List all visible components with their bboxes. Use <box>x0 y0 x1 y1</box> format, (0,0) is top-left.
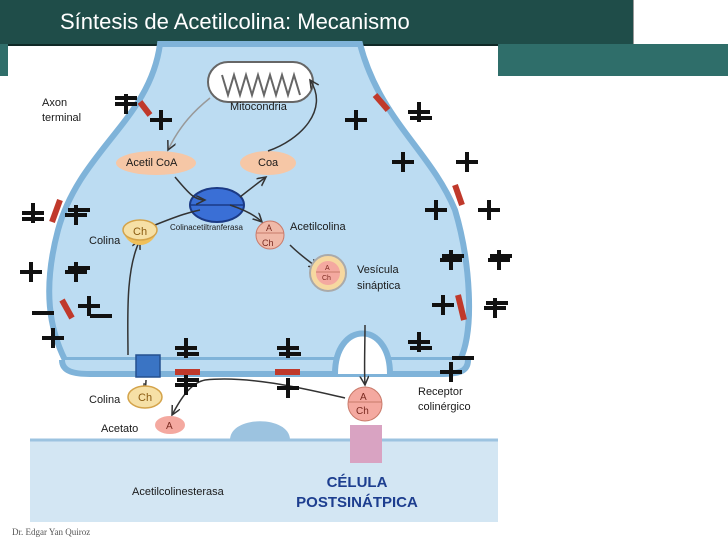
colinacetiltransferasa-label: Colinacetiltranferasa <box>170 223 243 232</box>
axon-terminal-label-2: terminal <box>42 112 82 124</box>
mitochondrion <box>207 61 314 103</box>
acetyl-coa-bubble <box>116 151 196 175</box>
teal-strip <box>498 44 728 76</box>
title-bar-right <box>633 0 728 44</box>
cholinergic-receptor <box>350 425 382 463</box>
ch-text-receptor: Ch <box>356 406 369 417</box>
ch-molecule-bottom <box>127 385 163 409</box>
coa-bubble <box>240 151 296 175</box>
acetilcolinesterasa-label: Acetilcolinesterasa <box>132 486 224 498</box>
acetato-label: Acetato <box>101 423 139 435</box>
acetate-molecule <box>155 416 185 434</box>
receptor-label-2: colinérgico <box>418 401 471 413</box>
receptor-label-1: Receptor <box>418 386 463 398</box>
a-text-ach: A <box>266 223 272 233</box>
postsynaptic-bump <box>230 421 290 440</box>
release-site <box>332 330 393 375</box>
membrane-charges <box>20 94 512 398</box>
author-credit: Dr. Edgar Yan Quiroz <box>12 527 91 537</box>
terminal-bottom-membrane <box>59 359 471 377</box>
a-text-acetate: A <box>166 421 173 432</box>
colina-label-bottom: Colina <box>89 394 121 406</box>
title-bar: Síntesis de Acetilcolina: Mecanismo <box>0 0 633 46</box>
slide-title: Síntesis de Acetilcolina: Mecanismo <box>60 9 410 34</box>
postsynaptic-label-1: CÉLULA <box>326 474 388 491</box>
receptor-bound-ach <box>347 386 383 422</box>
a-text-receptor: A <box>360 392 367 403</box>
ch-text-ach: Ch <box>262 238 274 248</box>
synaptic-vesicle <box>309 254 347 292</box>
ch-text-top: Ch <box>133 226 147 238</box>
ion-channels <box>49 93 467 375</box>
postsynaptic-label-2: POSTSINÁTPICA <box>296 494 418 511</box>
pathway-arrows <box>127 80 365 415</box>
coa-label: Coa <box>258 157 279 169</box>
vesicula-label-1: Vesícula <box>357 264 399 276</box>
acetil-coa-label: Acetil CoA <box>126 157 178 169</box>
mitocondria-label: Mitocondria <box>230 101 287 113</box>
choline-transporter <box>135 354 161 378</box>
ch-text-vesicle: Ch <box>322 275 331 282</box>
teal-strip-left <box>0 44 8 76</box>
ch-text-bottom: Ch <box>138 392 152 404</box>
colina-label-top: Colina <box>89 235 121 247</box>
postsynaptic-cell <box>30 440 498 522</box>
ch-molecule-top <box>122 219 158 245</box>
axon-terminal-label-1: Axon <box>42 97 68 109</box>
acetylcholine-molecule <box>255 220 285 250</box>
vesicula-label-2: sináptica <box>357 280 401 292</box>
a-text-vesicle: A <box>325 265 330 272</box>
acetilcolina-label: Acetilcolina <box>290 221 346 233</box>
